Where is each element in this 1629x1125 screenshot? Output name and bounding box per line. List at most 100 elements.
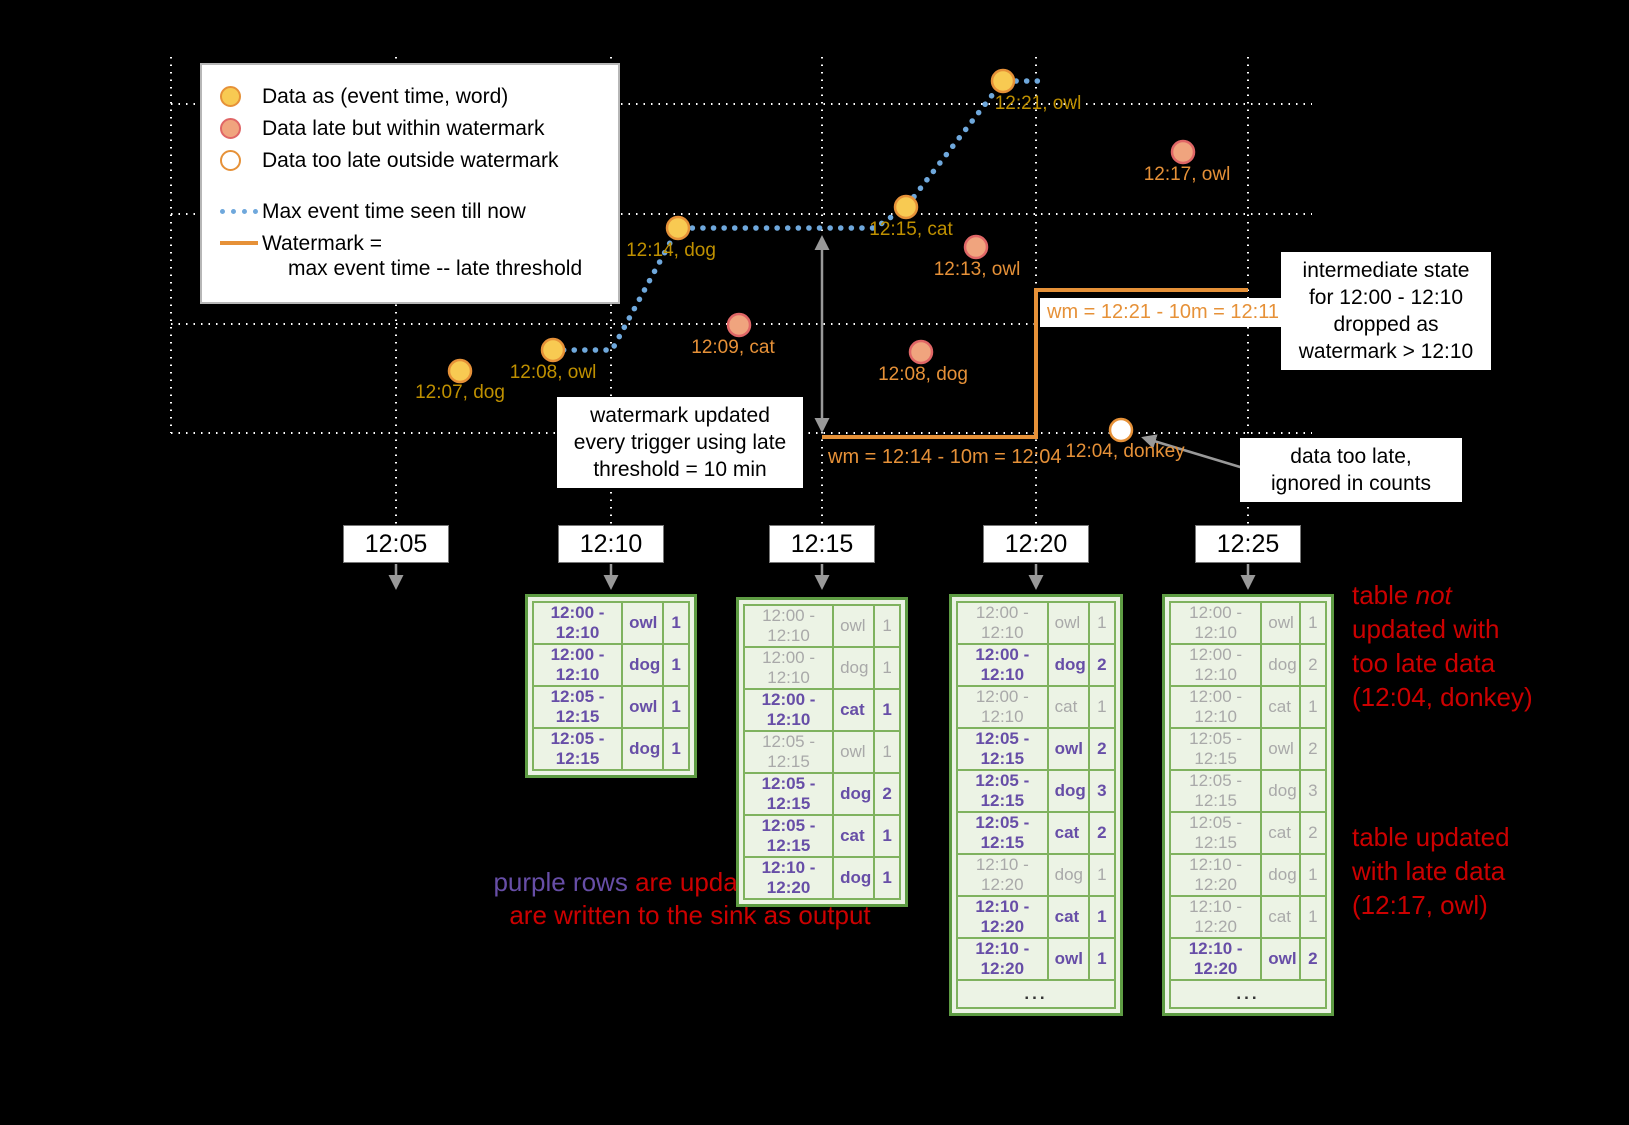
cell-word: cat [1046,685,1090,729]
cell-count: 2 [873,772,901,816]
cell-window: 12:00 - 12:10 [531,643,624,687]
cell-count: 1 [662,601,690,645]
watermark-line [822,288,1248,439]
legend: Data as (event time, word) Data late but… [200,63,620,304]
cell-window: 12:00 - 12:10 [1168,685,1263,729]
cell-window: 12:00 - 12:10 [742,688,835,732]
data-point-label: 12:08, dog [878,364,968,385]
cell-word: owl [832,730,876,774]
cell-window: 12:05 - 12:15 [742,814,835,858]
cell-count: 1 [1087,853,1117,897]
cell-count: 1 [662,685,690,729]
processing-time-tick-1220: 12:20 [983,525,1089,563]
data-point-label: 12:09, cat [691,337,775,358]
cell-word: dog [832,856,876,900]
processing-time-tick-1205: 12:05 [343,525,449,563]
note-table-not-updated: table not updated with too late data (12… [1352,578,1533,714]
cell-count: 2 [1298,643,1328,687]
cell-window: 12:05 - 12:15 [1168,769,1263,813]
cell-window: 12:00 - 12:10 [742,646,835,690]
cell-count: 3 [1087,769,1117,813]
cell-window: 12:10 - 12:20 [742,856,835,900]
cell-word: dog [832,646,876,690]
cell-window: 12:05 - 12:15 [742,772,835,816]
cell-word: cat [1046,811,1090,855]
result-row-ellipsis: ... [956,979,1116,1009]
cell-word: dog [832,772,876,816]
on-time-dot-icon [216,86,262,107]
points-layer [447,68,1196,443]
data-point-label: 12:08, owl [509,362,597,383]
too-late-dot-icon [216,150,262,171]
callout-watermark-updated: watermark updated every trigger using la… [557,397,803,488]
cell-window: 12:10 - 12:20 [956,853,1049,897]
legend-item-late: Data late but within watermark [216,116,608,141]
data-point-too-late-dot [1108,417,1134,443]
max-event-time-line [550,78,1041,353]
cell-count: 1 [873,814,901,858]
processing-time-tick-1210: 12:10 [558,525,664,563]
legend-label-too-late: Data too late outside watermark [262,149,559,172]
legend-item-max-event-time: Max event time seen till now [216,199,608,224]
data-point-on-time-dot [540,337,566,363]
data-point-late-dot [1170,139,1196,165]
legend-item-on-time: Data as (event time, word) [216,84,608,109]
data-point-label: 12:17, owl [1143,164,1231,185]
data-point-on-time-dot [447,358,473,384]
cell-word: owl [1046,601,1090,645]
cell-count: 1 [1298,895,1328,939]
cell-window: 12:00 - 12:10 [956,685,1049,729]
data-point-on-time-dot [665,215,691,241]
late-dot-icon [216,118,262,139]
cell-word: owl [621,601,665,645]
cell-count: 1 [1298,853,1328,897]
cell-count: 1 [873,688,901,732]
cell-word: dog [1046,643,1090,687]
data-point-label: 12:21, owl [994,93,1082,114]
cell-word: dog [1046,769,1090,813]
cell-window: 12:05 - 12:15 [1168,727,1263,771]
data-point-label: 12:13, owl [933,259,1021,280]
data-point-late-dot [726,312,752,338]
cell-word: owl [1046,937,1090,981]
note-not-updated-italic: not [1415,580,1452,610]
cell-count: 1 [873,730,901,774]
cell-word: dog [621,727,665,771]
dotted-line-icon [216,209,262,214]
cell-count: 1 [1087,601,1117,645]
processing-time-tick-1215: 12:15 [769,525,875,563]
cell-word: cat [1260,685,1301,729]
cell-window: 12:00 - 12:10 [1168,643,1263,687]
data-point-on-time-dot [990,68,1016,94]
cell-window: 12:05 - 12:15 [956,811,1049,855]
legend-label-max-event-time: Max event time seen till now [262,200,526,223]
cell-window: 12:00 - 12:10 [1168,601,1263,645]
solid-line-icon [216,241,262,245]
cell-window: 12:05 - 12:15 [1168,811,1263,855]
cell-word: owl [1046,727,1090,771]
cell-word: dog [1046,853,1090,897]
cell-window: 12:05 - 12:15 [531,727,624,771]
data-point-on-time-dot [893,194,919,220]
cell-count: 2 [1298,811,1328,855]
